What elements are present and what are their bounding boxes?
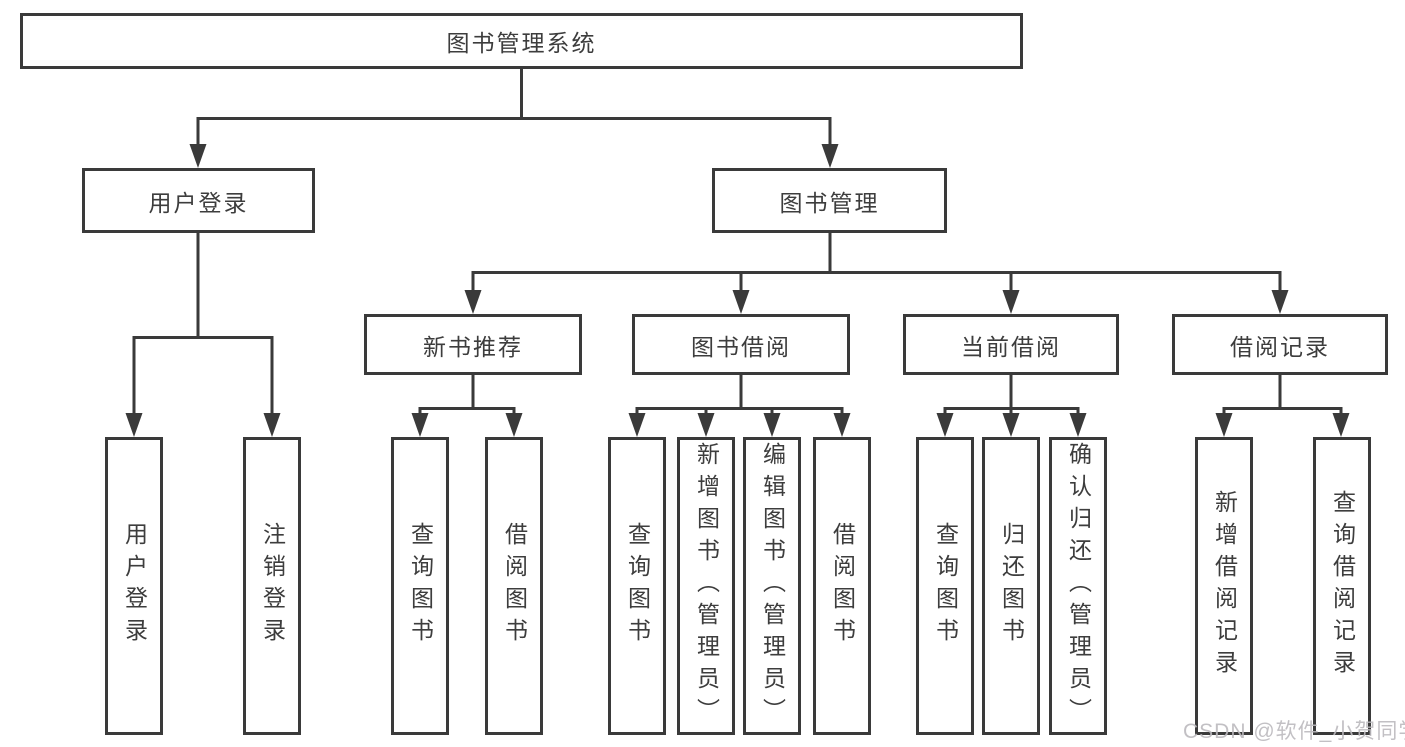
leaf-query-borrow-record: 查询借阅记录 [1313, 437, 1371, 735]
leaf-add-books-admin: 新增图书（管理员） [677, 437, 735, 735]
node-root: 图书管理系统 [20, 13, 1023, 69]
node-book-management: 图书管理 [712, 168, 947, 233]
connectors-root-to-level2 [189, 68, 839, 168]
leaf-borrow-books: 借阅图书 [813, 437, 871, 735]
leaf-confirm-return-admin: 确认归还（管理员） [1049, 437, 1107, 735]
node-user-login: 用户登录 [82, 168, 315, 233]
connectors-user-login-to-leaves [125, 232, 281, 437]
node-book-borrowing: 图书借阅 [632, 314, 850, 375]
node-new-book-recommend: 新书推荐 [364, 314, 582, 375]
leaf-query-books-recommend: 查询图书 [391, 437, 449, 735]
leaf-query-books-current: 查询图书 [916, 437, 974, 735]
leaf-logout: 注销登录 [243, 437, 301, 735]
leaf-query-books-borrowing: 查询图书 [608, 437, 666, 735]
node-current-borrowing-label: 当前借阅 [961, 333, 1061, 360]
leaf-add-borrow-record: 新增借阅记录 [1195, 437, 1253, 735]
connectors-current-borrowing-to-leaves [936, 375, 1087, 437]
csdn-watermark: CSDN @软件_小贺同学 [1183, 720, 1405, 743]
node-book-borrowing-label: 图书借阅 [691, 333, 791, 360]
node-borrowing-records-label: 借阅记录 [1230, 333, 1330, 360]
connectors-book-management-to-level3 [464, 232, 1289, 314]
node-current-borrowing: 当前借阅 [903, 314, 1119, 375]
leaf-user-login: 用户登录 [105, 437, 163, 735]
leaf-return-books: 归还图书 [982, 437, 1040, 735]
node-borrowing-records: 借阅记录 [1172, 314, 1388, 375]
node-user-login-label: 用户登录 [148, 189, 249, 216]
leaf-edit-books-admin: 编辑图书（管理员） [743, 437, 801, 735]
node-book-management-label: 图书管理 [779, 189, 880, 216]
leaf-borrow-books-recommend: 借阅图书 [485, 437, 543, 735]
connectors-book-borrowing-to-leaves [628, 374, 851, 437]
node-new-book-recommend-label: 新书推荐 [423, 333, 523, 360]
connectors-new-book-recommend-to-leaves [411, 375, 523, 437]
connectors-borrowing-records-to-leaves [1215, 375, 1350, 437]
node-root-label: 图书管理系统 [446, 30, 597, 56]
